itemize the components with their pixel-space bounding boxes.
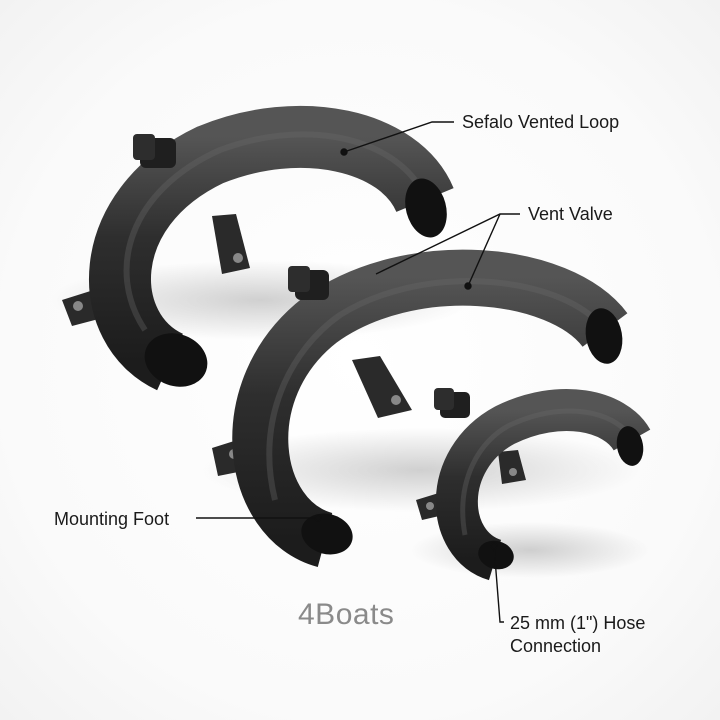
callout-lines — [196, 121, 520, 623]
label-hose-line1: 25 mm (1") Hose — [510, 613, 646, 633]
label-mounting-foot: Mounting Foot — [54, 509, 170, 529]
label-hose-connection: 25 mm (1") Hose Connection — [510, 612, 645, 658]
large-vented-loop — [62, 105, 454, 391]
label-vented-loop: Sefalo Vented Loop — [462, 112, 620, 132]
brand-logo-text: 4Boats — [298, 598, 395, 631]
medium-vented-loop — [212, 249, 628, 568]
label-vent-valve: Vent Valve — [528, 204, 613, 224]
label-hose-line2: Connection — [510, 636, 602, 656]
small-vented-loop — [416, 388, 651, 581]
